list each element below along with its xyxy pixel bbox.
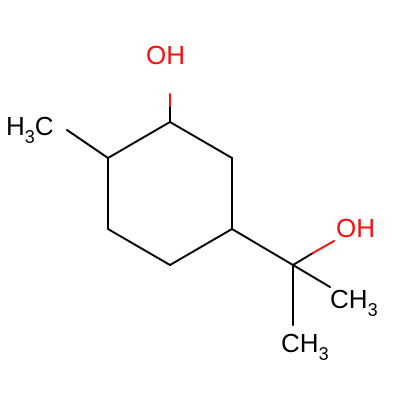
bond-quaternary-oh xyxy=(292,252,314,266)
substituent-bonds xyxy=(66,93,335,326)
oh-right-label: OH xyxy=(336,213,375,243)
methyl-left-h: H xyxy=(6,111,25,141)
bond-ring-to-quaternary xyxy=(231,228,294,266)
methyl-left-sub: 3 xyxy=(25,127,35,147)
bond-quaternary-methyl-right xyxy=(292,264,331,288)
oh-top-label: OH xyxy=(146,40,185,70)
methyl-right-top-ch: CH xyxy=(330,284,368,314)
bond-ring-3 xyxy=(169,228,233,266)
methyl-right-top-label: CH3 xyxy=(330,284,378,320)
methyl-left-c: C xyxy=(35,111,54,141)
methyl-right-bottom-sub: 3 xyxy=(319,344,329,364)
bond-ring-1 xyxy=(169,121,233,159)
bond-methyl-left xyxy=(66,129,109,159)
bond-ring-6 xyxy=(107,121,171,159)
methyl-right-bottom-ch: CH xyxy=(281,328,319,358)
bond-oh-right-oxygen xyxy=(312,240,335,254)
methyl-right-top-sub: 3 xyxy=(368,300,378,320)
ring-bonds xyxy=(107,121,233,266)
bond-ring-4 xyxy=(107,228,171,266)
methyl-right-bottom-label: CH3 xyxy=(281,328,329,364)
methyl-left-label: H3C xyxy=(6,111,54,147)
